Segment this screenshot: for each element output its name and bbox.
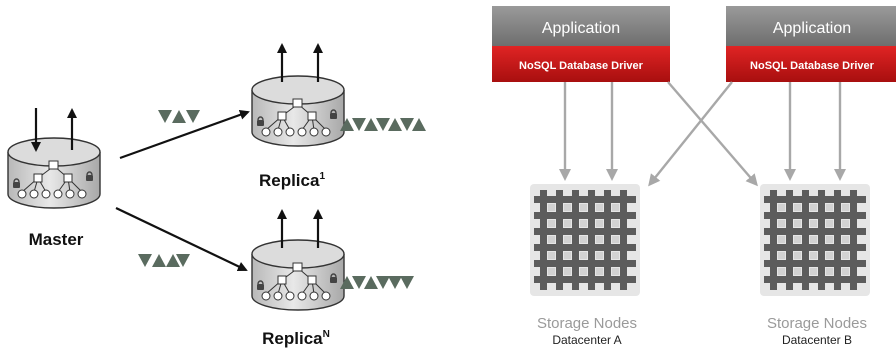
- storage-grid-a-icon: [530, 184, 640, 296]
- application-a-label: Application: [542, 20, 620, 37]
- replica-1-applied-changes-icon: [340, 118, 426, 131]
- application-b-box: [726, 6, 896, 46]
- application-b: Application NoSQL Database Driver: [726, 6, 896, 82]
- datacenter-b: Storage Nodes Datacenter B: [760, 184, 870, 347]
- storage-nodes-a-label: Storage Nodes: [537, 315, 637, 332]
- datacenter-a-label: Datacenter A: [552, 333, 621, 347]
- driver-a-box: [492, 46, 670, 82]
- replica-n-database: ReplicaN: [251, 209, 414, 348]
- master-database: Master: [7, 108, 101, 249]
- replication-arrow-1: [119, 110, 250, 160]
- driver-b-box: [726, 46, 896, 82]
- replica-1-label: Replica1: [259, 171, 325, 190]
- driver-a-label: NoSQL Database Driver: [519, 60, 644, 72]
- replication-arrow-n: [115, 207, 248, 272]
- replica-n-applied-changes-icon: [340, 276, 414, 289]
- change-stream-n-icon: [138, 254, 190, 267]
- application-a-box: [492, 6, 670, 46]
- application-a: Application NoSQL Database Driver: [492, 6, 670, 82]
- master-label: Master: [29, 230, 84, 249]
- storage-grid-b-icon: [760, 184, 870, 296]
- datacenter-b-label: Datacenter B: [782, 333, 852, 347]
- driver-b-label: NoSQL Database Driver: [750, 60, 875, 72]
- datacenter-a: Storage Nodes Datacenter A: [530, 184, 640, 347]
- driver-b-to-dc-a-arrow: [648, 81, 733, 187]
- driver-a-to-dc-b-arrow: [667, 81, 758, 187]
- replica-1-database: Replica1: [251, 43, 426, 190]
- storage-nodes-b-label: Storage Nodes: [767, 315, 867, 332]
- change-stream-1-icon: [158, 110, 200, 123]
- application-b-label: Application: [773, 20, 851, 37]
- replica-n-label: ReplicaN: [262, 329, 330, 348]
